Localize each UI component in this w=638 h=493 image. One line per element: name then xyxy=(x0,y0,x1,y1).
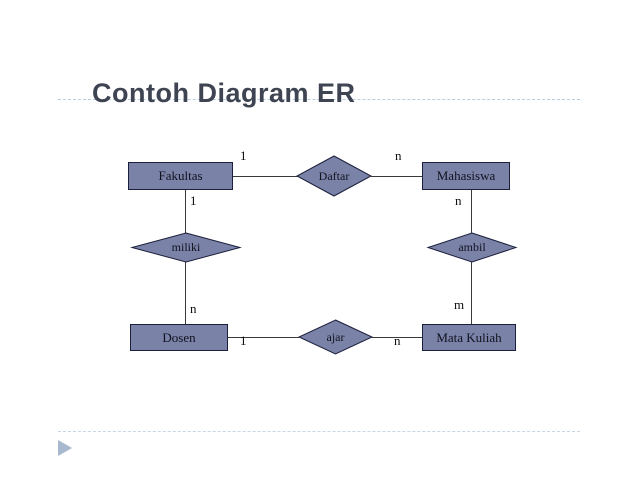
cardinality-mahasiswa-ambil: n xyxy=(455,193,462,208)
page-title: Contoh Diagram ER xyxy=(92,78,356,108)
edge-miliki-dosen xyxy=(185,247,186,325)
entity-fakultas[interactable]: Fakultas xyxy=(128,162,233,190)
decorative-rule-top xyxy=(58,99,580,100)
cardinality-mata-kuliah-ambil: m xyxy=(454,297,465,312)
cardinality-dosen-miliki: n xyxy=(190,301,197,316)
entity-mahasiswa-label: Mahasiswa xyxy=(436,168,496,183)
cardinality-mata-kuliah-ajar: n xyxy=(394,333,401,348)
edge-dosen-ajar xyxy=(227,337,299,338)
cardinality-fakultas-daftar: 1 xyxy=(240,148,247,163)
ajar-diamond-shape xyxy=(297,319,374,355)
entity-fakultas-label: Fakultas xyxy=(158,168,203,183)
entity-mata-kuliah[interactable]: Mata Kuliah xyxy=(422,324,516,351)
decorative-rule-bottom xyxy=(58,431,580,432)
entity-mata-kuliah-label: Mata Kuliah xyxy=(436,329,502,345)
play-triangle-icon[interactable] xyxy=(58,440,72,456)
relationship-daftar[interactable]: Daftar xyxy=(295,155,373,197)
edge-ajar-matakuliah xyxy=(372,337,422,338)
edge-fakultas-miliki xyxy=(185,190,186,248)
edge-ambil-matakuliah xyxy=(471,247,472,325)
relationship-ajar[interactable]: ajar xyxy=(297,319,374,355)
daftar-diamond-shape xyxy=(295,155,373,197)
cardinality-dosen-ajar: 1 xyxy=(240,333,247,348)
cardinality-mahasiswa-daftar: n xyxy=(395,148,402,163)
miliki-diamond-shape xyxy=(130,232,242,263)
relationship-miliki[interactable]: miliki xyxy=(130,232,242,263)
entity-dosen[interactable]: Dosen xyxy=(130,324,228,351)
edge-daftar-mahasiswa xyxy=(371,176,422,177)
edge-fakultas-daftar xyxy=(232,176,298,177)
relationship-ambil[interactable]: ambil xyxy=(426,232,518,263)
edge-mahasiswa-ambil xyxy=(471,190,472,248)
cardinality-fakultas-miliki: 1 xyxy=(190,193,197,208)
entity-dosen-label: Dosen xyxy=(162,329,196,345)
entity-mahasiswa[interactable]: Mahasiswa xyxy=(422,162,510,190)
ambil-diamond-shape xyxy=(426,232,518,263)
